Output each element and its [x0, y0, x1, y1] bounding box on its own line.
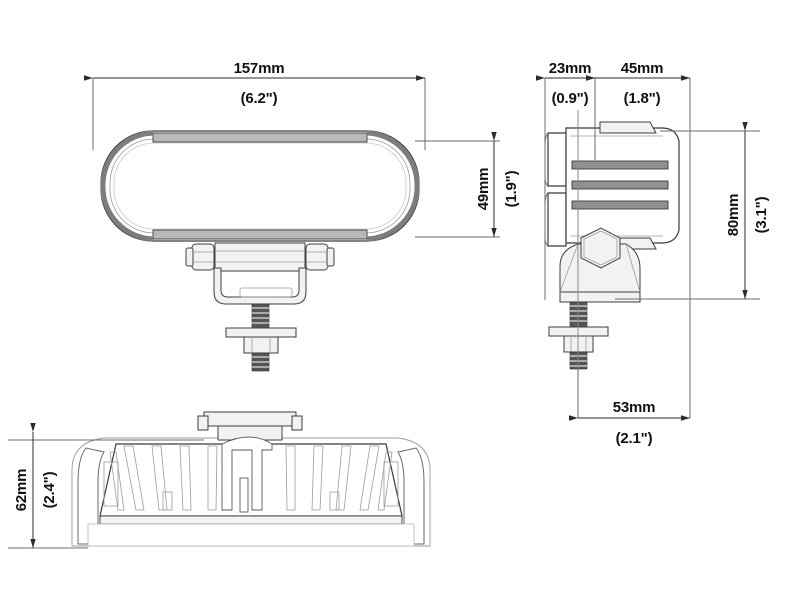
front-lens-face	[113, 142, 407, 230]
rear-right-inner-tab	[383, 461, 399, 507]
rear-mount-boss-right	[291, 415, 303, 431]
bracket-u-yoke	[213, 267, 307, 305]
bracket-left-knob	[191, 243, 215, 271]
bracket-hex-nut	[243, 336, 279, 354]
bracket-washer	[225, 327, 297, 338]
dim-rear-height-mm: 62mm	[13, 469, 30, 512]
rear-center-hub	[221, 436, 273, 511]
dimension-side-depth-body: 45mm (1.8")	[586, 60, 691, 200]
rear-housing-body	[99, 443, 403, 517]
bracket-yoke-plate	[239, 287, 293, 298]
side-foot-base	[559, 291, 641, 303]
side-hex-boss-inner	[583, 230, 618, 266]
dim-front-width-mm: 157mm	[234, 60, 285, 77]
rear-fins-right	[285, 445, 393, 511]
side-bezel-upper	[547, 132, 567, 187]
bracket-stud-tail	[251, 352, 270, 372]
bracket-right-knob	[305, 243, 329, 271]
side-top-tab	[599, 121, 657, 134]
side-bezel-lower	[547, 192, 567, 247]
dimension-side-depth-front: 23mm (0.9")	[536, 60, 596, 300]
side-heatsink-fin-2	[571, 180, 669, 190]
dim-side-depth-body-mm: 45mm	[621, 60, 664, 77]
front-view: 157mm (6.2") 49mm (1.9")	[84, 60, 520, 372]
rear-center-rib	[239, 477, 249, 513]
front-left-edge-shade	[100, 130, 154, 242]
dim-side-base-width-mm: 53mm	[613, 399, 656, 416]
front-mounting-bracket	[185, 242, 335, 372]
side-heatsink-fin-1	[571, 160, 669, 170]
dim-side-height-inch: (3.1")	[753, 196, 770, 233]
dim-side-base-width-inch: (2.1")	[616, 430, 653, 447]
side-bezel	[544, 132, 567, 247]
dim-side-depth-front-mm: 23mm	[549, 60, 592, 77]
rear-mount-boss	[203, 411, 297, 427]
front-lamp-body	[100, 130, 420, 242]
dim-side-depth-body-inch: (1.8")	[624, 90, 661, 107]
bracket-threaded-stud	[251, 303, 270, 330]
dimension-side-height: 80mm (3.1")	[615, 122, 770, 300]
front-right-edge-shade	[366, 130, 420, 242]
dim-side-height-mm: 80mm	[725, 194, 742, 237]
dim-side-depth-front-inch: (0.9")	[552, 90, 589, 107]
front-bottom-band	[152, 229, 368, 240]
dimension-side-base-width: 53mm (2.1")	[569, 200, 691, 447]
dimension-front-width: 157mm (6.2")	[84, 60, 426, 150]
dimension-rear-height: 62mm (2.4")	[13, 423, 58, 548]
dim-front-height-mm: 49mm	[475, 168, 492, 211]
rear-base-rail	[99, 515, 403, 525]
dimension-front-height: 49mm (1.9")	[415, 132, 520, 238]
front-top-band	[152, 132, 368, 143]
dim-front-height-inch: (1.9")	[503, 170, 520, 207]
bracket-left-stud	[185, 247, 194, 267]
dim-front-width-inch: (6.2")	[241, 90, 278, 107]
side-hex-boss	[580, 227, 621, 269]
rear-lens-band	[87, 523, 415, 547]
rear-post-right	[329, 491, 340, 511]
bracket-pivot-barrel	[214, 242, 306, 272]
rear-view: 62mm (2.4")	[8, 411, 431, 549]
rear-mount-boss-left	[197, 415, 209, 431]
rear-left-inner-tab	[103, 461, 119, 507]
side-housing	[565, 121, 680, 250]
rear-post-left	[162, 491, 173, 511]
side-heatsink-fin-3	[571, 200, 669, 210]
side-mounting-foot	[559, 227, 641, 303]
dim-rear-height-inch: (2.4")	[41, 471, 58, 508]
side-view: 23mm (0.9") 45mm (1.8") 80mm (3.1")	[536, 60, 770, 447]
bracket-right-stud	[326, 247, 335, 267]
